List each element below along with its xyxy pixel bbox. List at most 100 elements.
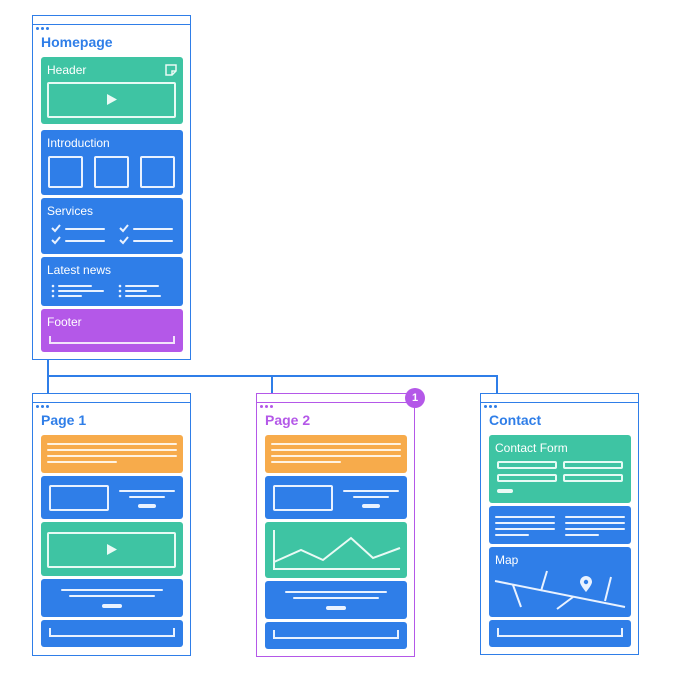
text-line <box>69 595 155 597</box>
check-icon <box>51 236 61 245</box>
section-label: Header <box>47 63 87 77</box>
footer-block[interactable] <box>489 620 631 647</box>
footer-block[interactable] <box>41 620 183 647</box>
media-text-block[interactable] <box>265 476 407 519</box>
section-label: Services <box>47 204 94 218</box>
contact-card[interactable]: Contact Contact Form Map <box>480 393 639 655</box>
video-block[interactable] <box>41 522 183 576</box>
form-field <box>497 474 557 482</box>
map-pin-icon <box>580 576 592 592</box>
latest-news-section[interactable]: Latest news <box>41 257 183 306</box>
card-titlebar-line <box>481 402 638 403</box>
video-placeholder <box>47 532 176 568</box>
section-label: Introduction <box>47 136 110 150</box>
homepage-card[interactable]: Homepage Header Introduction Services La… <box>32 15 191 360</box>
text-line <box>65 228 105 230</box>
section-label: Map <box>495 553 519 567</box>
text-line <box>271 449 401 451</box>
image-placeholder <box>140 156 175 188</box>
note-icon <box>165 64 177 76</box>
button-placeholder <box>362 504 380 508</box>
window-dots-icon <box>36 395 66 408</box>
text-line <box>58 285 92 287</box>
text-line <box>495 516 555 518</box>
card-titlebar-line <box>257 402 414 403</box>
text-line <box>293 597 379 599</box>
check-icon <box>51 224 61 233</box>
text-line <box>61 589 163 591</box>
footer-bar <box>49 628 175 637</box>
contact-info-block[interactable] <box>489 506 631 544</box>
section-label: Contact Form <box>495 441 568 455</box>
centered-text-block[interactable] <box>41 579 183 617</box>
page2-card[interactable]: Page 2 <box>256 393 415 657</box>
play-icon <box>107 94 117 105</box>
video-placeholder <box>47 82 176 118</box>
page1-card[interactable]: Page 1 <box>32 393 191 656</box>
window-dots-icon <box>260 395 290 408</box>
form-field <box>563 461 623 469</box>
footer-block[interactable] <box>265 622 407 649</box>
footer-bar <box>49 336 175 344</box>
text-line <box>271 461 341 463</box>
button-placeholder <box>102 604 122 608</box>
sitemap-connector-vertical <box>47 360 49 376</box>
image-placeholder <box>49 485 109 511</box>
text-line <box>353 496 389 498</box>
text-line <box>47 443 177 445</box>
chart-block[interactable] <box>265 522 407 578</box>
bullet-list-icon <box>51 284 55 298</box>
text-line <box>271 443 401 445</box>
button-placeholder <box>138 504 156 508</box>
introduction-section[interactable]: Introduction <box>41 130 183 195</box>
notification-badge[interactable]: 1 <box>405 388 425 408</box>
text-block[interactable] <box>41 435 183 473</box>
form-field <box>497 461 557 469</box>
image-placeholder <box>273 485 333 511</box>
map-section[interactable]: Map <box>489 547 631 617</box>
text-line <box>58 295 82 297</box>
text-line <box>125 290 147 292</box>
footer-section[interactable]: Footer <box>41 309 183 352</box>
footer-bar <box>273 630 399 639</box>
text-line <box>343 490 399 492</box>
text-line <box>125 285 159 287</box>
text-line <box>285 591 387 593</box>
contact-form-section[interactable]: Contact Form <box>489 435 631 503</box>
section-label: Footer <box>47 315 82 329</box>
map-roads <box>494 570 626 610</box>
text-line <box>47 461 117 463</box>
play-icon <box>107 544 117 555</box>
check-icon <box>119 224 129 233</box>
sitemap-connector-contact <box>496 375 498 394</box>
text-line <box>133 240 173 242</box>
sitemap-connector-page1 <box>47 375 49 394</box>
card-titlebar-line <box>33 402 190 403</box>
text-line <box>47 455 177 457</box>
page-title: Homepage <box>41 34 113 50</box>
form-field <box>563 474 623 482</box>
text-line <box>65 240 105 242</box>
text-line <box>565 522 625 524</box>
text-block[interactable] <box>265 435 407 473</box>
text-line <box>58 290 104 292</box>
button-placeholder <box>326 606 346 610</box>
text-line <box>565 528 625 530</box>
window-dots-icon <box>36 17 66 30</box>
text-line <box>133 228 173 230</box>
submit-button-placeholder <box>497 489 513 493</box>
page-title: Page 1 <box>41 412 87 428</box>
media-text-block[interactable] <box>41 476 183 519</box>
header-section[interactable]: Header <box>41 57 183 124</box>
text-line <box>565 516 625 518</box>
services-section[interactable]: Services <box>41 198 183 254</box>
page-title: Contact <box>489 412 542 428</box>
text-line <box>495 522 555 524</box>
page-title: Page 2 <box>265 412 311 428</box>
text-line <box>125 295 161 297</box>
text-line <box>495 528 555 530</box>
sitemap-connector-page2 <box>271 375 273 394</box>
image-placeholder <box>94 156 129 188</box>
text-line <box>119 490 175 492</box>
centered-text-block[interactable] <box>265 581 407 619</box>
